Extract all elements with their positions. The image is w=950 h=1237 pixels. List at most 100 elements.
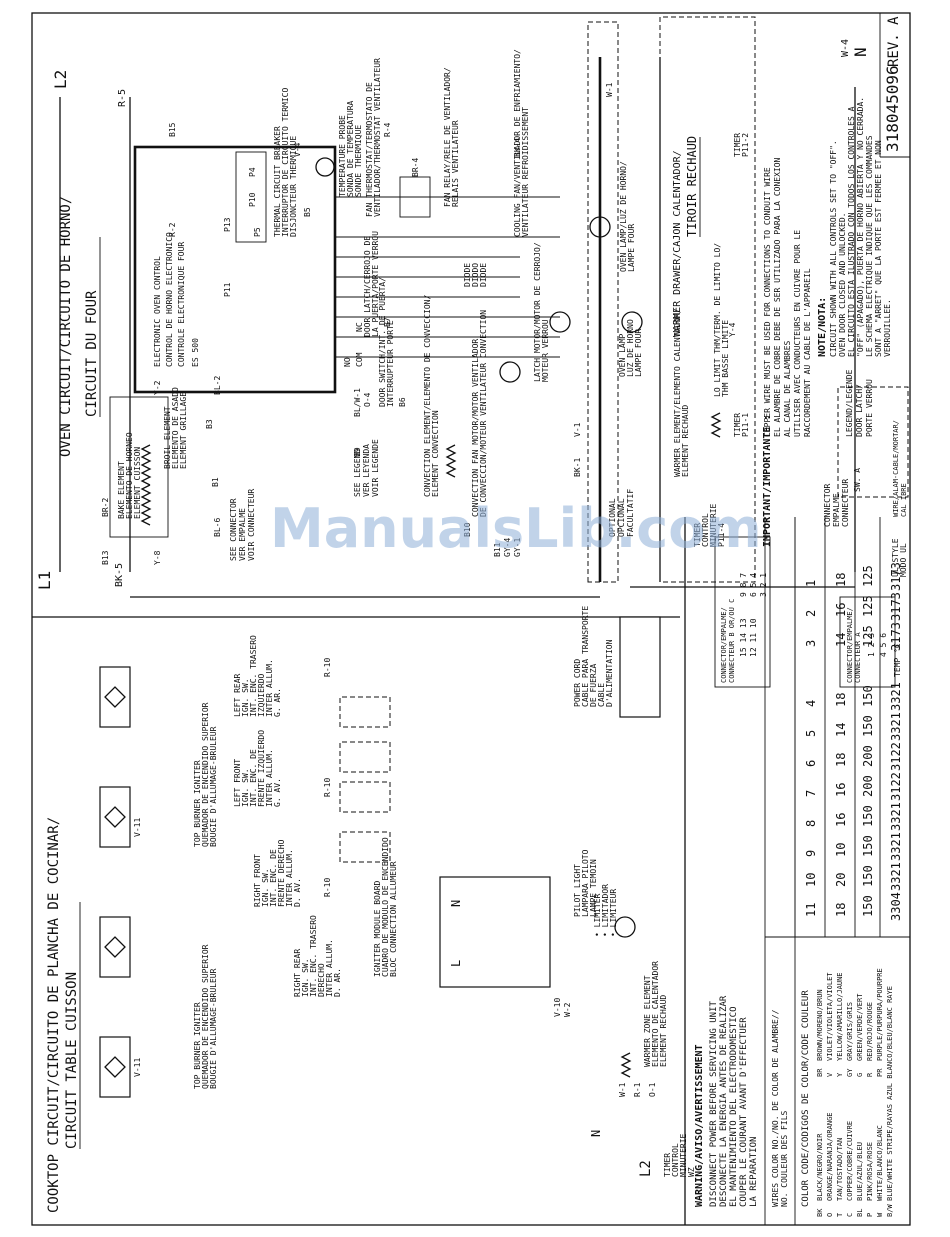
timer-wire-r1: R-1 [633,1082,642,1097]
left-front-4: FRENTE IZQUIERDO [257,730,266,807]
wire-row-8-gauge: 14 [834,633,848,647]
igniter-1-label-2: QUEMADOR DE ENCENDIDO SUPERIOR [201,944,210,1089]
wire-bk1: BK-1 [573,458,582,477]
terminal-l1[interactable]: L1 [35,571,54,590]
warning-line-5: LA REPARATION [749,1137,759,1207]
connector-a-box [839,596,896,688]
terminal-n[interactable]: N [851,47,870,57]
door-latch-1: DOOR LATCH/CERROJO DE [363,236,372,337]
color-code-14: B/W [886,1204,894,1217]
wire-row-10-gauge: 18 [834,573,848,587]
left-front-3: INT. ENC. DE [249,749,258,807]
conv-element-2: ELEMENT CONVECTION [431,410,440,497]
switch-nc: NC [355,322,364,332]
wire-row-6-temp: 150 [861,715,875,737]
terminal-n-timer: N [589,1130,603,1137]
important-line-1: COPPER WIRE MUST BE USED FOR CONNECTIONS… [763,167,772,437]
note-line-5: LE SCHEMA ELECTRIQUE INDIQUE QUE LES COM… [865,135,874,357]
right-front-1: RIGHT FRONT [253,854,262,907]
color-code-7: GY [846,1068,854,1077]
timer-control-1: TIMER [663,1153,672,1177]
wire-table-header-5: MODO UL [899,543,908,577]
wire-color-note-1: WIRES COLOR NO./NO. DE COLOR DE ALAMBRE/… [771,1009,780,1207]
bake-element-label-2: ELEMENTO DE HORNEO [125,432,134,519]
terminal-l2[interactable]: L2 [51,70,70,89]
wire-row-3-gauge: 16 [834,813,848,827]
connector-p4: P4 [248,167,257,177]
color-name-1: BROWN/MORENO/BRUN [816,989,824,1061]
wire-row-5-ul: 3122 [889,742,903,771]
color-name-0: BLACK/NEGRO/NOIR [816,1133,824,1201]
see-connector-3: VOIR CONNECTEUR [247,489,256,561]
limiter-3: • LIMITEUR [609,889,618,937]
warmer-timer4-1: TIMER [693,523,702,547]
wire-row-8-num: 3 [804,640,818,647]
color-name-7: GRAY/GRIS/GRIS [846,1002,854,1061]
wire-row-9-num: 2 [804,610,818,617]
wire-row-5-temp: 200 [861,745,875,767]
connector-legend-2: EMPALME [832,493,841,527]
wire-row-0-gauge: 18 [834,903,848,917]
right-rear-6: D. AR. [333,968,342,997]
wire-row-2-gauge: 10 [834,843,848,857]
wire-table-header-4: UL STYLE [891,538,900,577]
connector-b3: B3 [205,419,214,429]
warning-line-2: DESCONECTE LA ENERGIA ANTES DE REALIZAR [719,995,729,1207]
left-front-1: LEFT FRONT [233,759,242,807]
electronic-oven-control [133,145,337,394]
latch-motor-2: MOTEUR VERROU [541,319,550,382]
see-legend-2: VER LEYENDA [362,444,371,497]
note-heading: NOTE/NOTA: [817,297,828,357]
oven-lamp-2: LUZ DE HORNO [626,319,635,377]
connector-b-c-pins-3: 9 8 7 [739,573,748,597]
wire-r2: R-2 [168,222,177,237]
wire-row-3-temp: 150 [861,805,875,827]
igniter-1-label-1: TOP BURNER IGNITER [193,1002,202,1089]
left-rear-2: IGN. SW. [241,678,250,717]
left-rear-1: LEFT REAR [233,673,242,717]
warning-line-4: COUPER LE COURANT AVANT D'EFFECTUER [739,1017,749,1207]
see-legend-3: VOIR LEGENDE [371,439,380,497]
left-front-5: INTER ALLUM. [265,749,274,807]
fan-thermostat-1: FAN THERMOSTAT/TERMOSTATO DE [365,82,374,217]
color-name-3: VIOLET/VIOLETA/VIOLET [826,972,834,1061]
color-name-11: RED/ROJO/ROUGE [866,1002,874,1061]
power-cord-1: POWER CORD [573,659,582,707]
oven-title-line2: CIRCUIT DU FOUR [84,290,100,417]
warmer-timer4-4: P11-4 [717,523,726,547]
revision: REV. A [886,16,902,67]
igniter-module-1: IGNITER MODULE BOARD [373,880,382,977]
optional-1: OPTIONAL [608,498,617,537]
wire-row-8-ul: 3173 [889,622,903,651]
thermal-label-3: DISJONCTEUR THERMIQUE [289,136,298,237]
warmer-wire-y4: Y-4 [728,322,737,337]
color-code-heading: COLOR CODE/CODIGOS DE COLOR/CODE COULEUR [801,990,811,1207]
wire-row-10-num: 1 [804,580,818,587]
igniter-3-label-1: TOP BURNER IGNITER [193,760,202,847]
wire-row-5-num: 6 [804,760,818,767]
diode-label-3: DIODE [479,263,488,287]
wire-row-3-ul: 3321 [889,802,903,831]
left-rear-6: G. AR. [273,688,282,717]
color-code-9: G [856,1073,864,1077]
warning-heading: WARNING/AVISO/AVERTISSEMENT [694,1044,705,1207]
power-cord-2: CABLE PARA TRANSPORTE [581,606,590,707]
color-code-6: C [846,1213,854,1217]
timer-wire-w1: W-1 [618,1082,627,1097]
right-front-5: INTER ALLUM. [285,849,294,907]
connector-a-title-2: CONNECTEUR A [854,632,862,683]
temperature-probe-icon [315,157,335,177]
warmer-title-1: WARMER DRAWER/CAJON CALENTADOR/ [672,150,683,337]
power-cord-3: DE FUERZA [589,663,598,707]
color-code-11: R [866,1072,874,1077]
color-name-14: BLUE/WHITE STRIPE/RAYAS AZUL BLANCO/BLEU… [886,986,894,1201]
connector-b-c-pins-5: 3 2 1 [759,573,768,597]
fan-relay-2: RELAIS VENTILATEUR [451,120,460,207]
note-line-7: VERROUILLEE. [883,299,892,357]
important-line-5: RACCORDEMENT AU CABLE DE L'APPAREIL [803,268,812,437]
thermal-label-2: INTERRUPTOR DE CIRCUITO TERMICO [281,88,290,237]
warmer-timer1-4: P11-1 [741,413,750,437]
right-rear-3: INT. ENC. TRASERO [309,915,318,997]
warmer-element-2: ELEMENT RECHAUD [681,405,690,477]
